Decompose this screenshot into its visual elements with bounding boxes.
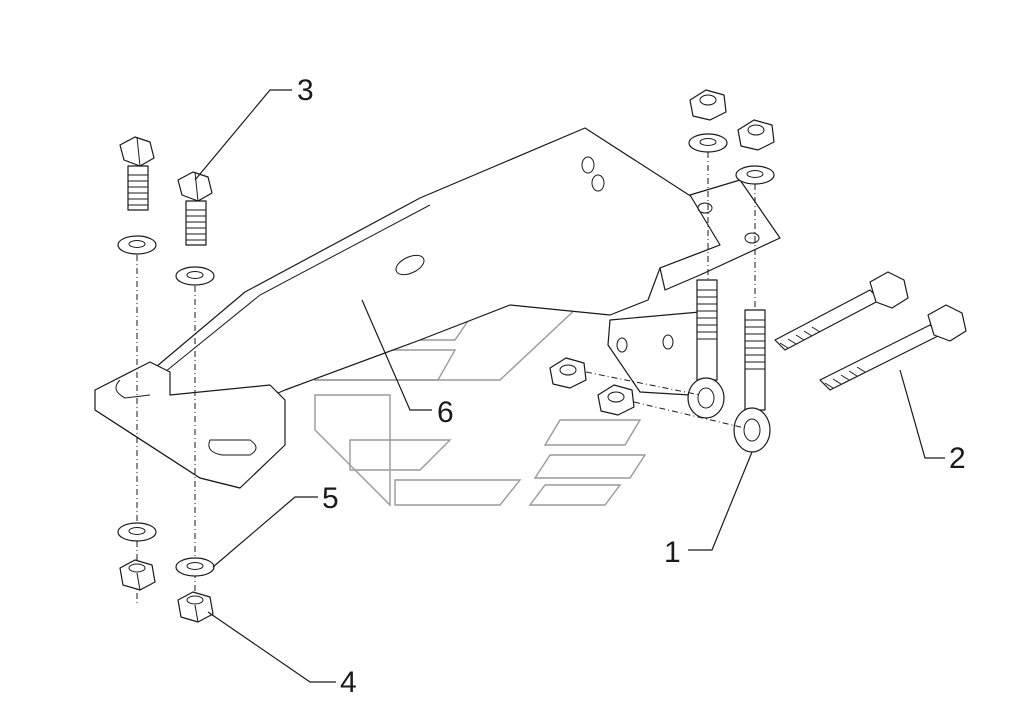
nut-callout-4 [177,591,214,623]
leader-3 [194,89,292,181]
washer-bottom-left [117,522,157,542]
washer-top-right-b [735,165,775,185]
nut-top-right-a [689,89,727,121]
eye-bolt-rear [687,279,725,419]
nut-bottom-left [119,559,156,591]
washer-top-center [175,266,215,286]
callout-3: 3 [297,74,314,107]
long-bolt-callout-2 [819,304,967,391]
leader-5 [212,496,318,568]
long-bolt-upper [774,271,909,351]
callout-2: 2 [949,442,966,475]
callout-1: 1 [664,536,681,569]
callout-6: 6 [437,396,454,429]
nut-top-right-b [737,119,775,151]
washer-top-right-a [688,133,728,153]
bolt-callout-3 [177,171,213,246]
callout-5: 5 [322,482,339,515]
mounting-bracket [94,127,781,489]
washer-callout-5 [175,557,215,577]
eye-bolt-callout-1 [733,309,771,453]
leader-6 [361,299,432,411]
centerline-eye-b [633,401,746,429]
leader-1 [688,451,753,551]
callout-4: 4 [340,666,357,699]
leader-4 [207,611,336,683]
nut-eye-pin-b [597,384,635,416]
bolt-left [119,136,155,211]
washer-top-left [117,235,157,255]
nut-eye-pin-a [549,357,587,389]
leader-2 [899,369,945,459]
centerline-eye-a [585,371,701,396]
